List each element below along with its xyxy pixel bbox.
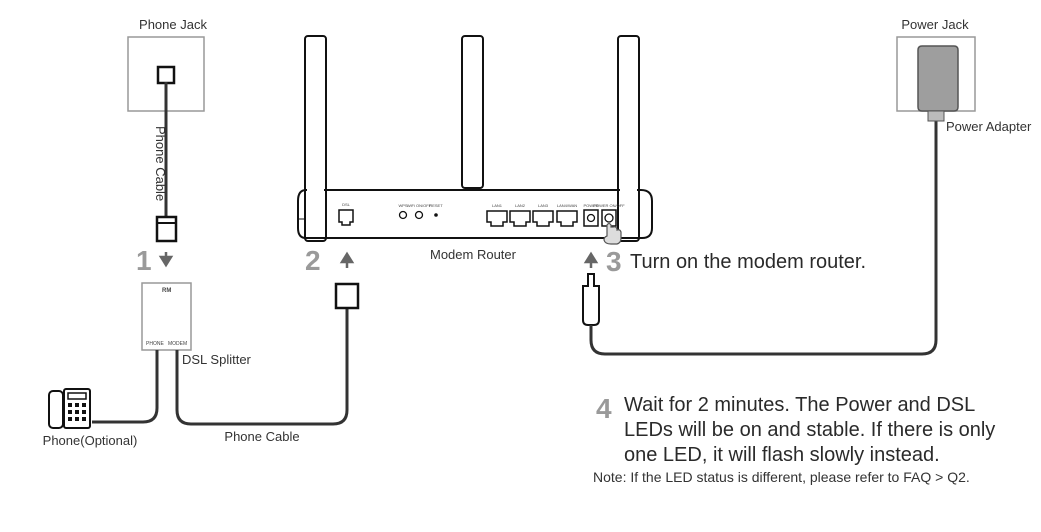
port-label-power: POWER	[583, 203, 598, 208]
power-cable	[589, 112, 938, 356]
splitter-to-phone-cable	[92, 350, 159, 424]
power-adapter-icon	[917, 45, 959, 112]
dsl-port-icon	[338, 209, 354, 226]
port-label-power-switch: POWER ON/OFF	[593, 203, 625, 208]
router-antenna-middle	[461, 35, 484, 189]
dsl-splitter-box	[141, 282, 192, 351]
dsl-splitter-label: DSL Splitter	[182, 352, 252, 367]
dsl-splitter-modem-port-label: MODEM	[168, 341, 187, 347]
phone-cable-vertical-label: Phone Cable	[153, 126, 168, 201]
reset-button-icon	[434, 213, 438, 217]
step-4-number: 4	[596, 393, 612, 424]
step-2-number: 2	[305, 245, 321, 276]
step-4-line-2: LEDs will be on and stable. If there is …	[624, 419, 995, 441]
wifi-button-icon	[414, 210, 424, 220]
port-label-wifi: WiFi ON/OFF	[407, 203, 432, 208]
power-jack-label: Power Jack	[901, 17, 969, 32]
power-adapter-label: Power Adapter	[946, 119, 1032, 134]
step-3-number: 3	[606, 246, 622, 277]
lan2-port-icon	[509, 210, 531, 227]
step-4-line-1: Wait for 2 minutes. The Power and DSL	[624, 394, 975, 416]
port-label-dsl: DSL	[342, 202, 351, 207]
step-3-text: Turn on the modem router.	[630, 251, 866, 273]
dsl-cable-plug-icon	[334, 282, 360, 310]
lan4wan-port-icon	[556, 210, 578, 227]
lan1-port-icon	[486, 210, 508, 227]
phone-optional-label: Phone(Optional)	[43, 433, 138, 448]
hand-press-icon	[603, 222, 622, 245]
port-label-lan4wan: LAN4/WAN	[557, 203, 577, 208]
arrow-up-icon	[339, 251, 355, 268]
phone-jack-label: Phone Jack	[139, 17, 207, 32]
port-label-lan1: LAN1	[492, 203, 503, 208]
dsl-splitter-brand: RM	[162, 288, 171, 294]
port-label-lan2: LAN2	[515, 203, 526, 208]
wps-button-icon	[398, 210, 408, 220]
port-label-lan3: LAN3	[538, 203, 549, 208]
led-note: Note: If the LED status is different, pl…	[593, 469, 970, 485]
phone-jack-socket-icon	[156, 65, 176, 85]
power-plug-icon	[582, 273, 600, 326]
port-label-wps: WPS	[398, 203, 407, 208]
step-4-line-3: one LED, it will flash slowly instead.	[624, 444, 940, 466]
arrow-down-icon	[158, 252, 174, 268]
phone-cable-bottom-label: Phone Cable	[224, 429, 299, 444]
step-1-number: 1	[136, 245, 152, 276]
lan3-port-icon	[532, 210, 554, 227]
port-label-reset: RESET	[429, 203, 443, 208]
splitter-to-router-cable	[175, 307, 349, 426]
phone-cable-plug-icon	[155, 215, 178, 243]
arrow-up-icon-step3	[583, 251, 599, 268]
dsl-splitter-phone-port-label: PHONE	[146, 341, 164, 347]
telephone-icon	[48, 388, 91, 429]
modem-router-label: Modem Router	[430, 247, 517, 262]
